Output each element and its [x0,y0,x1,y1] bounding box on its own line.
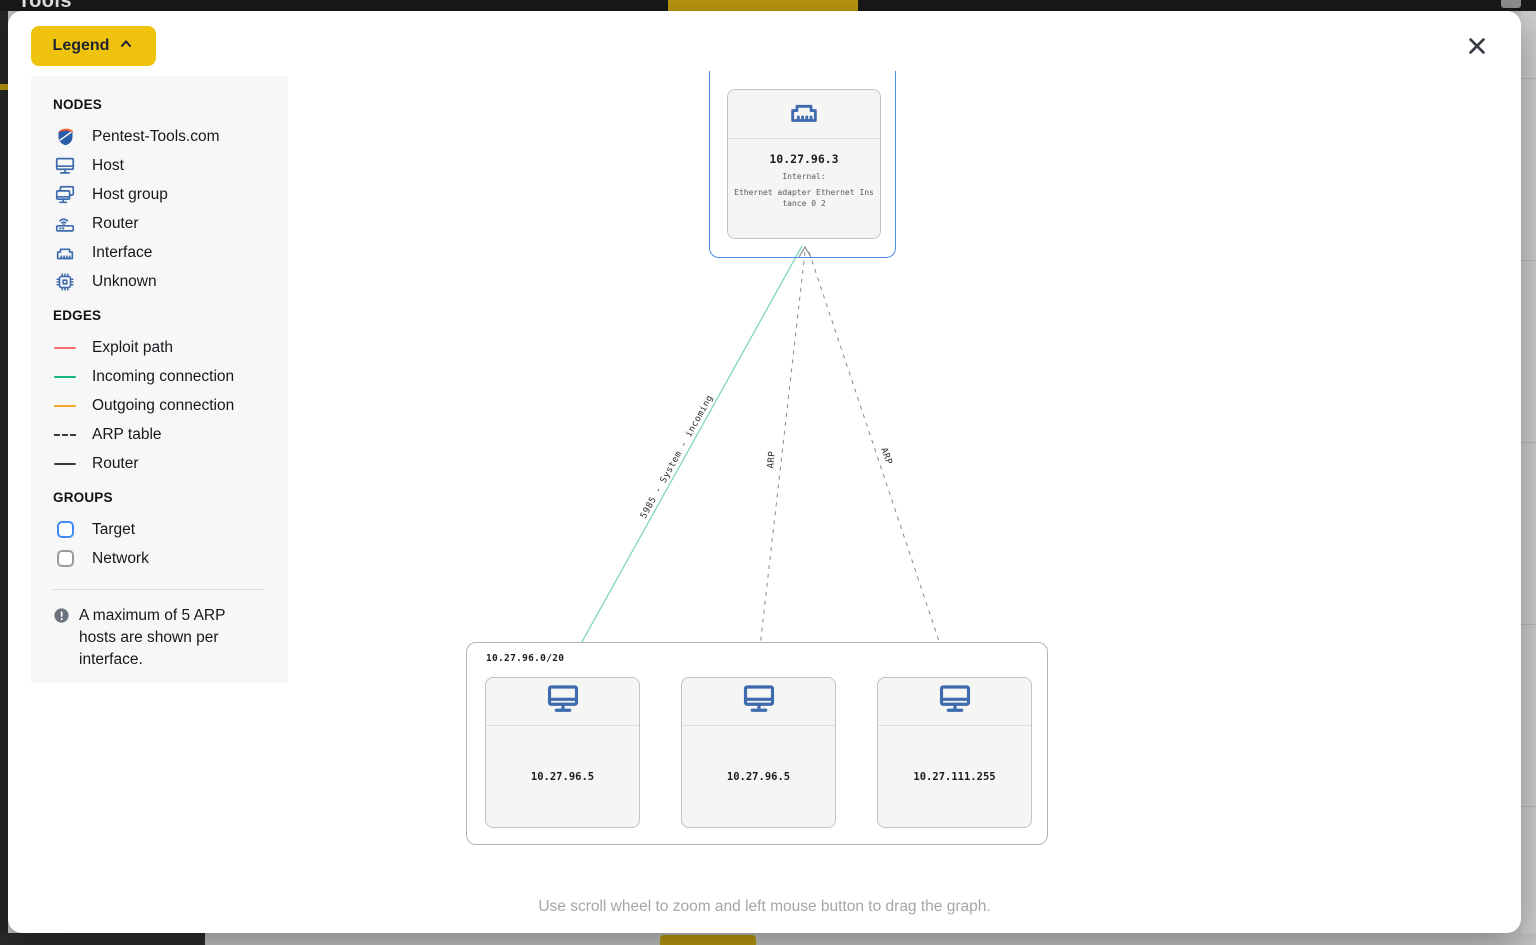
host-group-icon [53,184,77,206]
host-icon [544,681,582,722]
dimmed-bottom-button [660,935,756,945]
host-node[interactable]: 10.27.111.255 [877,677,1032,828]
host-node[interactable]: 10.27.96.5 [681,677,836,828]
dimmed-page-rows [1521,11,1536,933]
edge-label-incoming: 5985 - System - incoming [639,394,715,521]
legend-group-network: Network [53,544,268,573]
legend-panel: NODES Pentest-Tools.com Host [31,76,288,683]
host-icon [936,681,974,722]
close-icon [1466,35,1488,60]
outgoing-connection-swatch [54,404,76,407]
sidebar-accent [0,84,8,90]
legend-item-label: Unknown [92,272,157,290]
sidebar-bottom-edge [0,933,205,945]
legend-item-pentest-tools: Pentest-Tools.com [53,122,268,151]
host-ip: 10.27.96.5 [530,771,595,783]
edge-label-arp-right: ARP [878,446,893,466]
legend-group-target: Target [53,515,268,544]
info-icon [53,607,70,624]
interface-node[interactable]: 10.27.96.3 Internal: Ethernet adapter Et… [727,89,881,239]
legend-edge-outgoing: Outgoing connection [53,391,268,420]
legend-edge-incoming: Incoming connection [53,362,268,391]
host-ip: 10.27.96.5 [726,771,791,783]
groups-section-title: GROUPS [53,490,113,505]
legend-divider [53,589,264,590]
legend-item-host-group: Host group [53,180,268,209]
incoming-connection-swatch [54,375,76,378]
nodes-section-title: NODES [53,97,103,112]
arp-hosts-note: A maximum of 5 ARP hosts are shown per i… [53,605,268,671]
legend-item-label: Outgoing connection [92,396,235,414]
dimmed-top-control [1501,0,1521,8]
pentest-tools-logo [53,126,77,147]
legend-item-label: Host group [92,185,168,203]
legend-item-label: Router [92,454,139,472]
legend-item-interface: Interface [53,238,268,267]
router-icon [53,213,77,235]
dimmed-top-button [668,0,858,11]
legend-item-label: Incoming connection [92,367,235,385]
edges-section-title: EDGES [53,308,102,323]
legend-button-label: Legend [52,37,110,54]
router-edge-swatch [54,462,76,465]
legend-item-label: Target [92,520,136,538]
app-bottom-edge [0,933,1536,945]
graph-hint-text: Use scroll wheel to zoom and left mouse … [538,898,991,915]
app-sidebar-edge [0,11,8,933]
legend-item-label: ARP table [92,425,162,443]
legend-item-host: Host [53,151,268,180]
interface-desc: Ethernet adapter Ethernet Instance 0 2 [734,188,874,208]
chevron-up-icon [118,36,134,57]
edge-label-arp-left: ARP [766,450,778,469]
host-icon [740,681,778,722]
host-icon [53,155,77,177]
network-group[interactable]: 10.27.96.0/20 10.27.96.5 10.27.96.5 [466,642,1048,845]
legend-item-label: Exploit path [92,338,173,356]
legend-item-label: Network [92,549,149,567]
app-title: Tools [18,0,72,12]
note-text: A maximum of 5 ARP hosts are shown per i… [79,607,226,668]
app-top-bar: Tools [0,0,1536,12]
target-group-swatch [56,521,74,538]
exploit-path-swatch [54,346,76,349]
network-group-swatch [56,550,74,567]
network-cidr-label: 10.27.96.0/20 [486,653,565,664]
legend-edge-arp: ARP table [53,420,268,449]
legend-item-router: Router [53,209,268,238]
interface-icon [53,242,77,264]
interface-icon [785,95,823,134]
network-graph-modal: Legend NODES Pentest-Tools.com [8,11,1521,933]
legend-item-label: Pentest-Tools.com [92,127,220,145]
legend-item-label: Router [92,214,139,232]
interface-ip: 10.27.96.3 [769,152,839,166]
interface-desc-label: Internal: [782,172,826,181]
close-button[interactable] [1463,33,1491,61]
arp-table-swatch [54,433,76,436]
legend-toggle-button[interactable]: Legend [31,26,156,66]
unknown-chip-icon [53,271,77,293]
legend-item-unknown: Unknown [53,267,268,296]
legend-item-label: Interface [92,243,153,261]
legend-edge-router: Router [53,449,268,478]
target-group-outline [709,71,896,258]
host-ip: 10.27.111.255 [913,771,996,783]
legend-edge-exploit: Exploit path [53,333,268,362]
host-node[interactable]: 10.27.96.5 [485,677,640,828]
legend-item-label: Host [92,156,124,174]
